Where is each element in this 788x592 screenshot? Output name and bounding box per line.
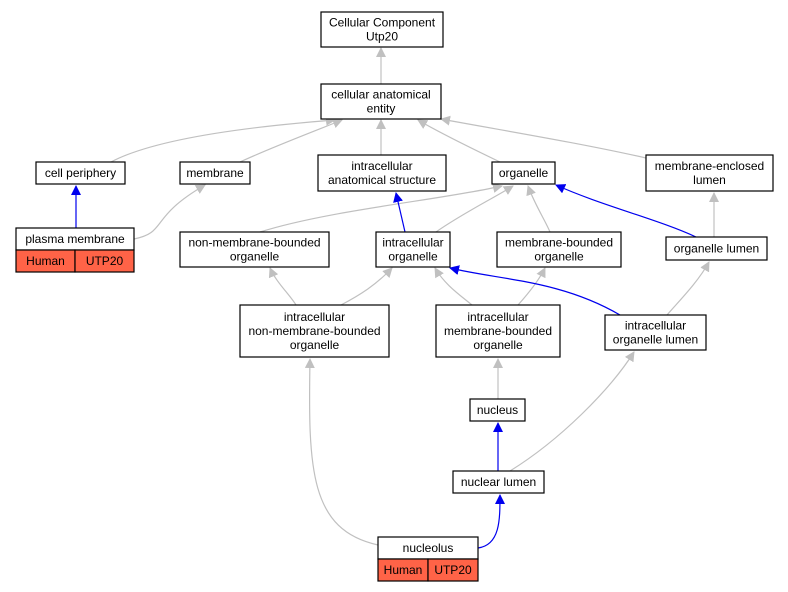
node-box: [179, 231, 330, 268]
edge-nucleolus-to-inmbo: [304, 358, 379, 546]
node-label-line: Cellular Component: [329, 16, 436, 30]
node-box: [35, 161, 126, 185]
node-label-line: lumen: [693, 173, 726, 187]
node-label-line: plasma membrane: [25, 232, 125, 246]
node-box: [469, 398, 526, 422]
edge-membrane-to-cae: [239, 118, 343, 163]
edge-nuclear-lumen-to-iol: [509, 351, 635, 472]
node-label-line: anatomical structure: [328, 173, 436, 187]
node-label-line: organelle: [534, 250, 584, 264]
node-inmbo[interactable]: intracellularnon-membrane-boundedorganel…: [239, 304, 390, 358]
node-box: [435, 304, 561, 358]
node-box: [317, 154, 447, 192]
node-label-line: nuclear lumen: [461, 475, 536, 489]
node-box: [375, 231, 451, 268]
node-box: [320, 11, 444, 48]
node-label-line: nucleolus: [403, 541, 454, 555]
edge-nmbo-to-organelle: [259, 183, 503, 233]
edges-layer: [71, 47, 719, 549]
node-organelle[interactable]: organelle: [491, 161, 556, 185]
node-box: [320, 83, 442, 120]
tag-label-utp20: UTP20: [434, 563, 472, 577]
node-label-line: cell periphery: [45, 166, 116, 180]
node-label-line: intracellular: [467, 310, 528, 324]
edge-cell-periphery-to-cae: [110, 115, 336, 163]
node-label-line: membrane: [186, 166, 244, 180]
edge-io-to-organelle: [435, 185, 514, 233]
node-box: [179, 161, 251, 185]
node-label-line: organelle: [290, 338, 340, 352]
node-label-line: non-membrane-bounded: [188, 236, 320, 250]
edge-nucleolus-to-nuclear-lumen: [477, 494, 505, 549]
node-label-line: organelle lumen: [613, 333, 698, 347]
edge-imbo-to-io: [434, 267, 473, 306]
node-label-line: organelle: [388, 250, 438, 264]
node-label-line: membrane-bounded: [444, 324, 552, 338]
node-box: [665, 236, 768, 261]
node-label-line: non-membrane-bounded: [248, 324, 380, 338]
node-box: [645, 154, 774, 192]
node-nucleus[interactable]: nucleus: [469, 398, 526, 422]
node-ol[interactable]: organelle lumen: [665, 236, 768, 261]
tag-label-human: Human: [26, 254, 65, 268]
edge-iol-to-ol: [666, 261, 710, 316]
node-label-line: nucleus: [477, 403, 518, 417]
node-label-line: organelle: [230, 250, 280, 264]
tag-label-human: Human: [384, 563, 423, 577]
tag-box-utp20: [427, 558, 479, 582]
node-label-line: Utp20: [366, 30, 398, 44]
node-label-line: cellular anatomical: [331, 88, 430, 102]
edge-iol-to-io: [449, 265, 621, 316]
node-box: [452, 470, 545, 494]
node-label-line: intracellular: [284, 310, 345, 324]
node-box: [491, 161, 556, 185]
node-label-line: intracellular: [351, 159, 412, 173]
node-label-line: membrane-enclosed: [655, 159, 764, 173]
edge-io-to-ias: [393, 192, 406, 233]
edge-mbo-to-organelle: [526, 185, 551, 233]
node-label-line: intracellular: [382, 236, 443, 250]
node-nuclear-lumen[interactable]: nuclear lumen: [452, 470, 545, 494]
node-box: [496, 231, 622, 268]
node-label-line: entity: [367, 102, 396, 116]
node-label-line: membrane-bounded: [505, 236, 613, 250]
tag-box-utp20: [74, 249, 135, 273]
node-box: [604, 314, 707, 351]
edge-mel-to-cae: [440, 115, 647, 159]
node-label-line: organelle lumen: [674, 242, 759, 256]
edge-plasma-membrane-to-membrane: [133, 184, 206, 240]
node-cell-periphery[interactable]: cell periphery: [35, 161, 126, 185]
node-box: [239, 304, 390, 358]
tag-label-utp20: UTP20: [86, 254, 124, 268]
node-label-line: intracellular: [625, 319, 686, 333]
edge-inmbo-to-nmbo: [268, 267, 297, 306]
node-membrane[interactable]: membrane: [179, 161, 251, 185]
edge-imbo-to-mbo: [517, 267, 546, 306]
edge-organelle-to-cae: [417, 119, 501, 163]
node-label-line: organelle: [473, 338, 523, 352]
edge-ol-to-organelle: [555, 184, 697, 238]
node-label-line: organelle: [499, 166, 549, 180]
edge-inmbo-to-io: [340, 267, 393, 306]
